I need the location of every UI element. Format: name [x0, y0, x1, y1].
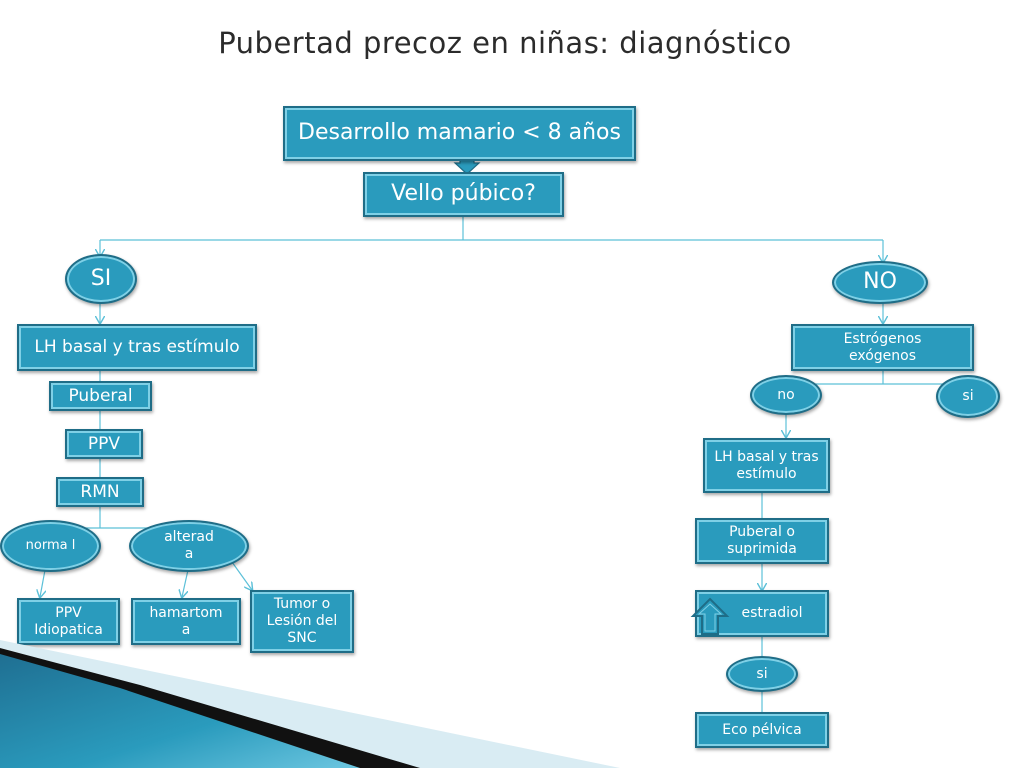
node-eco-pelvica: Eco pélvica — [695, 712, 829, 748]
node-ppv: PPV — [65, 429, 143, 459]
node-no: NO — [832, 261, 928, 304]
node-puberal: Puberal — [49, 381, 152, 411]
node-tumor: Tumor o Lesión del SNC — [250, 590, 354, 653]
node-lh-basal-right: LH basal y tras estímulo — [703, 438, 830, 493]
connector-alterada-tumor — [231, 561, 252, 590]
node-puberal-suprimida: Puberal o suprimida — [695, 518, 829, 564]
node-estrogenos: Estrógenos exógenos — [791, 324, 974, 371]
node-si-small: si — [936, 375, 1000, 418]
connector-alterada-hamartoma — [182, 569, 189, 597]
decorative-swoosh — [0, 640, 620, 768]
arrow-up-icon — [690, 597, 730, 635]
connector-normal-ppvi — [40, 569, 45, 597]
node-desarrollo-mamario: Desarrollo mamario < 8 años — [283, 106, 636, 161]
node-si-estradiol: si — [726, 656, 798, 692]
node-no-small: no — [750, 375, 822, 415]
page-title: Pubertad precoz en niñas: diagnóstico — [218, 26, 792, 60]
node-si: SI — [65, 254, 137, 304]
node-lh-basal-left: LH basal y tras estímulo — [17, 324, 257, 371]
node-ppv-idiopatica: PPV Idiopatica — [17, 598, 120, 645]
node-normal: norma l — [0, 520, 101, 572]
node-alterada: alterad a — [129, 520, 249, 572]
node-rmn: RMN — [56, 477, 144, 507]
node-vello-pubico: Vello púbico? — [363, 172, 564, 217]
node-hamartoma: hamartom a — [131, 598, 241, 645]
